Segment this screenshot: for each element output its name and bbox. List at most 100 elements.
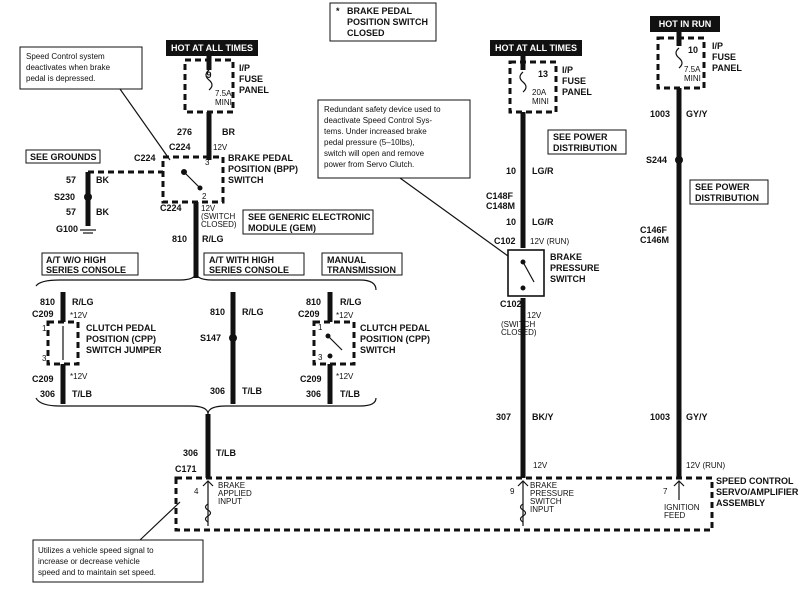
svg-text:CLUTCH PEDAL: CLUTCH PEDAL [360, 323, 430, 333]
svg-text:C146M: C146M [640, 235, 669, 245]
svg-text:3: 3 [42, 354, 47, 363]
svg-text:C209: C209 [32, 309, 54, 319]
svg-text:switch will open and remove: switch will open and remove [324, 149, 425, 158]
svg-text:GY/Y: GY/Y [686, 412, 708, 422]
svg-text:810: 810 [172, 234, 187, 244]
svg-text:307: 307 [496, 412, 511, 422]
svg-text:SWITCH JUMPER: SWITCH JUMPER [86, 345, 162, 355]
svg-text:FUSE: FUSE [239, 74, 263, 84]
svg-text:810: 810 [306, 297, 321, 307]
svg-text:INPUT: INPUT [530, 505, 554, 514]
svg-text:IGNITION: IGNITION [664, 503, 700, 512]
svg-text:T/LB: T/LB [216, 448, 236, 458]
top-note: * BRAKE PEDAL POSITION SWITCH CLOSED [329, 2, 437, 42]
svg-text:SEE POWER: SEE POWER [695, 182, 750, 192]
svg-text:deactivate Speed Control Sys-: deactivate Speed Control Sys- [324, 116, 432, 125]
svg-text:R/LG: R/LG [202, 234, 224, 244]
svg-text:*12V: *12V [336, 372, 354, 381]
svg-text:PRESSURE: PRESSURE [530, 489, 574, 498]
svg-text:C102: C102 [500, 299, 522, 309]
svg-text:C224: C224 [134, 153, 156, 163]
svg-text:20A: 20A [532, 88, 547, 97]
svg-text:CLOSED: CLOSED [347, 28, 385, 38]
svg-text:pedal pressure (5–10lbs),: pedal pressure (5–10lbs), [324, 138, 415, 147]
svg-text:GY/Y: GY/Y [686, 109, 708, 119]
svg-text:9: 9 [510, 487, 515, 496]
svg-text:PANEL: PANEL [562, 87, 592, 97]
svg-text:10: 10 [506, 166, 516, 176]
svg-text:pedal is depressed.: pedal is depressed. [26, 74, 95, 83]
svg-text:1003: 1003 [650, 412, 670, 422]
svg-text:276: 276 [177, 127, 192, 137]
svg-text:*12V: *12V [70, 372, 88, 381]
svg-text:Utilizes a vehicle speed signa: Utilizes a vehicle speed signal to [38, 546, 154, 555]
svg-text:1: 1 [318, 323, 323, 332]
branch-cpp-switch: 810 R/LG C209 *12V 1 3 CLUTCH PEDAL POSI… [298, 292, 430, 404]
svg-text:BK: BK [96, 207, 109, 217]
svg-text:57: 57 [66, 207, 76, 217]
svg-text:tems. Under increased brake: tems. Under increased brake [324, 127, 427, 136]
svg-text:R/LG: R/LG [242, 307, 264, 317]
svg-text:C224: C224 [160, 203, 182, 213]
svg-text:BRAKE: BRAKE [218, 481, 245, 490]
svg-text:MINI: MINI [684, 74, 701, 83]
svg-text:7.5A: 7.5A [215, 89, 232, 98]
svg-text:C209: C209 [32, 374, 54, 384]
svg-text:4: 4 [194, 487, 199, 496]
svg-text:SEE POWER: SEE POWER [553, 132, 608, 142]
svg-text:TRANSMISSION: TRANSMISSION [327, 265, 396, 275]
svg-text:CLOSED): CLOSED) [201, 220, 237, 229]
svg-text:MINI: MINI [532, 97, 549, 106]
svg-text:7: 7 [663, 487, 668, 496]
svg-text:G100: G100 [56, 224, 78, 234]
svg-text:C209: C209 [300, 374, 322, 384]
hot-at-all-times-mid: HOT AT ALL TIMES [490, 40, 582, 56]
svg-text:deactivates when brake: deactivates when brake [26, 63, 111, 72]
svg-text:810: 810 [40, 297, 55, 307]
svg-text:BRAKE: BRAKE [550, 252, 582, 262]
svg-text:57: 57 [66, 175, 76, 185]
svg-text:FUSE: FUSE [562, 76, 586, 86]
label-at-wo-high: A/T W/O HIGH SERIES CONSOLE [41, 252, 139, 276]
svg-text:*12V: *12V [336, 311, 354, 320]
svg-text:I/P: I/P [239, 63, 250, 73]
svg-text:INPUT: INPUT [218, 497, 242, 506]
bpp-switch: 3 2 BRAKE PEDAL POSITION (BPP) SWITCH [161, 153, 298, 204]
svg-text:HOT AT ALL TIMES: HOT AT ALL TIMES [495, 43, 577, 53]
svg-text:7.5A: 7.5A [684, 65, 701, 74]
brake-pressure-switch: BRAKE PRESSURE SWITCH [507, 249, 600, 297]
svg-text:T/LB: T/LB [72, 389, 92, 399]
svg-text:S230: S230 [54, 192, 75, 202]
svg-text:POSITION (BPP): POSITION (BPP) [228, 164, 298, 174]
svg-text:PANEL: PANEL [712, 63, 742, 73]
svg-text:SWITCH: SWITCH [360, 345, 396, 355]
servo-amplifier-assembly: 4 BRAKE APPLIED INPUT 9 BRAKE PRESSURE S… [174, 476, 799, 532]
svg-text:2: 2 [202, 192, 207, 201]
svg-text:306: 306 [306, 389, 321, 399]
svg-text:3: 3 [205, 158, 210, 167]
splice-s244 [675, 156, 683, 164]
svg-text:SWITCH: SWITCH [550, 274, 586, 284]
branch-cpp-jumper: 810 R/LG C209 *12V 1 3 CLUTCH PEDAL POSI… [32, 292, 162, 404]
see-power-mid: SEE POWER DISTRIBUTION [547, 129, 627, 155]
ground-branch: SEE GROUNDS 57 BK S230 57 BK G100 [25, 149, 163, 234]
svg-text:SPEED CONTROL: SPEED CONTROL [716, 476, 794, 486]
svg-text:3: 3 [318, 353, 323, 362]
svg-text:SWITCH: SWITCH [228, 175, 264, 185]
svg-text:BRAKE: BRAKE [530, 481, 557, 490]
svg-text:12V (RUN): 12V (RUN) [686, 461, 725, 470]
callout-vss: Utilizes a vehicle speed signal to incre… [32, 501, 204, 583]
svg-text:FUSE: FUSE [712, 52, 736, 62]
svg-text:S244: S244 [646, 155, 667, 165]
see-power-right: SEE POWER DISTRIBUTION [689, 179, 769, 205]
svg-text:12V: 12V [213, 143, 228, 152]
svg-text:C209: C209 [298, 309, 320, 319]
svg-text:I/P: I/P [562, 65, 573, 75]
svg-text:10: 10 [506, 217, 516, 227]
svg-text:SEE GENERIC ELECTRONIC: SEE GENERIC ELECTRONIC [248, 212, 371, 222]
svg-text:T/LB: T/LB [242, 386, 262, 396]
svg-text:306: 306 [40, 389, 55, 399]
hot-in-run: HOT IN RUN [650, 16, 720, 32]
fuse-13-block: 13 20A MINI I/P FUSE PANEL [508, 56, 592, 114]
